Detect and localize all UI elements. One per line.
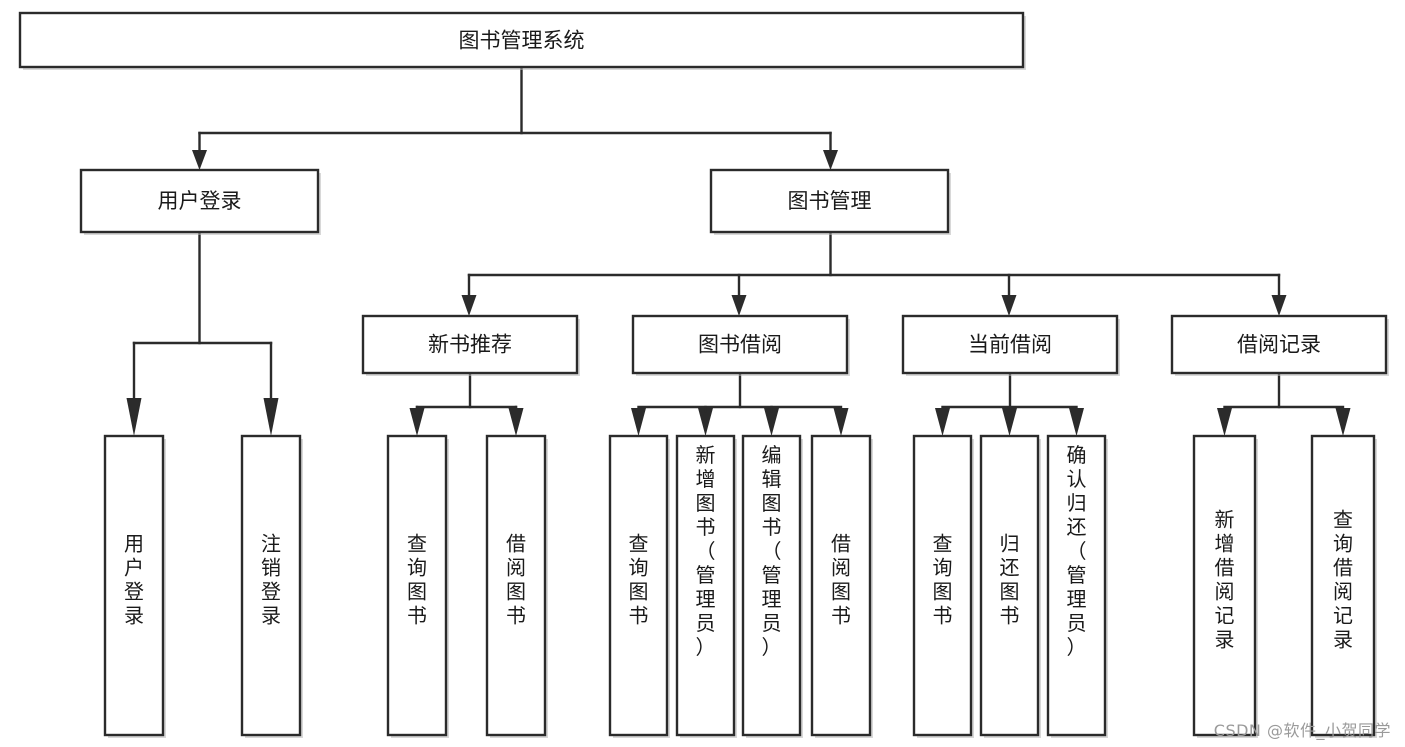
connectors-layer [126, 65, 1351, 436]
node-user-login-label: 用户登录 [158, 189, 242, 213]
connector-book-borrow-to-leaves [631, 371, 849, 436]
leaf-node-book_borrow-1[interactable]: 新增图书（管理员） [675, 434, 737, 738]
leaf-label: 编辑图书（管理员） [762, 443, 782, 659]
arrow-head-cb2 [1002, 408, 1017, 436]
node-borrow-record-label: 借阅记录 [1237, 333, 1321, 357]
leaf-box [103, 434, 165, 737]
arrow-head-l3-4 [1271, 295, 1287, 316]
leaf-box [608, 434, 669, 737]
connector-book-manage-to-level3 [461, 230, 1287, 316]
leaf-label: 用户登录 [124, 532, 144, 628]
leaf-box [386, 434, 448, 737]
leaf-box [979, 434, 1040, 737]
leaf-label: 借阅图书 [831, 532, 851, 628]
leaf-nodes-layer: 用户登录 注销登录 查询图书 借阅图书 查询图书 新增图书（管理员） 编辑图书（管理员） 借阅… [103, 434, 1377, 738]
leaf-label: 新增借阅记录 [1215, 508, 1235, 652]
arrow-head-bb4 [833, 408, 849, 436]
node-new-book-rec-label: 新书推荐 [428, 333, 512, 357]
node-borrow-record-box [1170, 314, 1388, 375]
node-root-box [18, 11, 1025, 69]
leaf-node-current_borrow-2[interactable]: 确认归还（管理员） [1046, 434, 1108, 738]
leaf-box [810, 434, 872, 737]
arrow-head-bb3 [764, 408, 779, 436]
connector-borrow-record-to-leaves [1217, 371, 1351, 436]
arrow-head-l3-3 [1001, 295, 1017, 316]
arrow-head-br2 [1335, 408, 1351, 436]
node-new-book-rec[interactable]: 新书推荐 [361, 314, 580, 376]
node-book-borrow-box [631, 314, 849, 375]
arrow-head-l3-2 [731, 295, 747, 316]
leaf-node-new_book_rec-1[interactable]: 借阅图书 [485, 434, 548, 738]
node-book-manage[interactable]: 图书管理 [709, 168, 951, 235]
leaf-node-current_borrow-1[interactable]: 归还图书 [979, 434, 1041, 738]
leaf-label: 查询图书 [629, 532, 649, 628]
leaf-label: 借阅图书 [506, 532, 526, 628]
node-book-borrow-label: 图书借阅 [698, 333, 782, 357]
node-book-manage-box [709, 168, 950, 234]
node-current-borrow-box [901, 314, 1119, 375]
connector-user-login-to-leaves [126, 230, 279, 436]
arrow-head-book-manage [823, 150, 838, 170]
arrow-head-l3-1 [461, 295, 477, 316]
leaf-node-borrow_record-1[interactable]: 查询借阅记录 [1310, 434, 1377, 738]
node-current-borrow[interactable]: 当前借阅 [901, 314, 1120, 376]
leaf-node-current_borrow-0[interactable]: 查询图书 [912, 434, 974, 738]
node-borrow-record[interactable]: 借阅记录 [1170, 314, 1389, 376]
node-user-login[interactable]: 用户登录 [79, 168, 321, 235]
leaf-node-user_login-1[interactable]: 注销登录 [240, 434, 303, 738]
leaf-label: 查询图书 [407, 532, 427, 628]
leaf-label: 查询图书 [933, 532, 953, 628]
connector-new-book-rec-to-leaves [409, 371, 524, 436]
arrow-head-nbr2 [508, 408, 524, 436]
leaf-box [1192, 434, 1257, 737]
leaf-box [1310, 434, 1376, 737]
leaf-label: 归还图书 [1000, 532, 1020, 628]
node-book-manage-label: 图书管理 [788, 189, 872, 213]
leaf-node-book_borrow-3[interactable]: 借阅图书 [810, 434, 873, 738]
leaf-label: 查询借阅记录 [1333, 508, 1353, 652]
node-user-login-box [79, 168, 320, 234]
leaf-node-book_borrow-0[interactable]: 查询图书 [608, 434, 670, 738]
leaf-box [675, 434, 736, 737]
leaf-label: 确认归还（管理员） [1067, 443, 1087, 659]
node-root-label: 图书管理系统 [459, 29, 585, 53]
arrow-head-bb1 [631, 408, 646, 436]
arrow-head-u1 [126, 398, 142, 436]
arrow-head-cb1 [935, 408, 950, 436]
arrow-head-u2 [263, 398, 279, 436]
connector-root-to-level2 [192, 65, 838, 170]
leaf-label: 注销登录 [261, 532, 281, 628]
leaf-box [912, 434, 973, 737]
leaf-box [1046, 434, 1107, 737]
leaf-node-book_borrow-2[interactable]: 编辑图书（管理员） [741, 434, 803, 738]
arrow-head-cb3 [1069, 408, 1084, 436]
arrow-head-br1 [1217, 408, 1232, 436]
arrow-head-bb2 [698, 408, 713, 436]
leaf-box [240, 434, 302, 737]
leaf-label: 新增图书（管理员） [696, 443, 716, 659]
node-book-borrow[interactable]: 图书借阅 [631, 314, 850, 376]
node-new-book-rec-box [361, 314, 579, 375]
leaf-node-user_login-0[interactable]: 用户登录 [103, 434, 166, 738]
node-current-borrow-label: 当前借阅 [968, 333, 1052, 357]
leaf-box [485, 434, 547, 737]
arrow-head-user-login [192, 150, 207, 170]
leaf-node-borrow_record-0[interactable]: 新增借阅记录 [1192, 434, 1258, 738]
node-root[interactable]: 图书管理系统 [18, 11, 1026, 70]
leaf-box [741, 434, 802, 737]
arrow-head-nbr1 [409, 408, 425, 436]
leaf-node-new_book_rec-0[interactable]: 查询图书 [386, 434, 449, 738]
connector-current-borrow-to-leaves [935, 371, 1084, 436]
